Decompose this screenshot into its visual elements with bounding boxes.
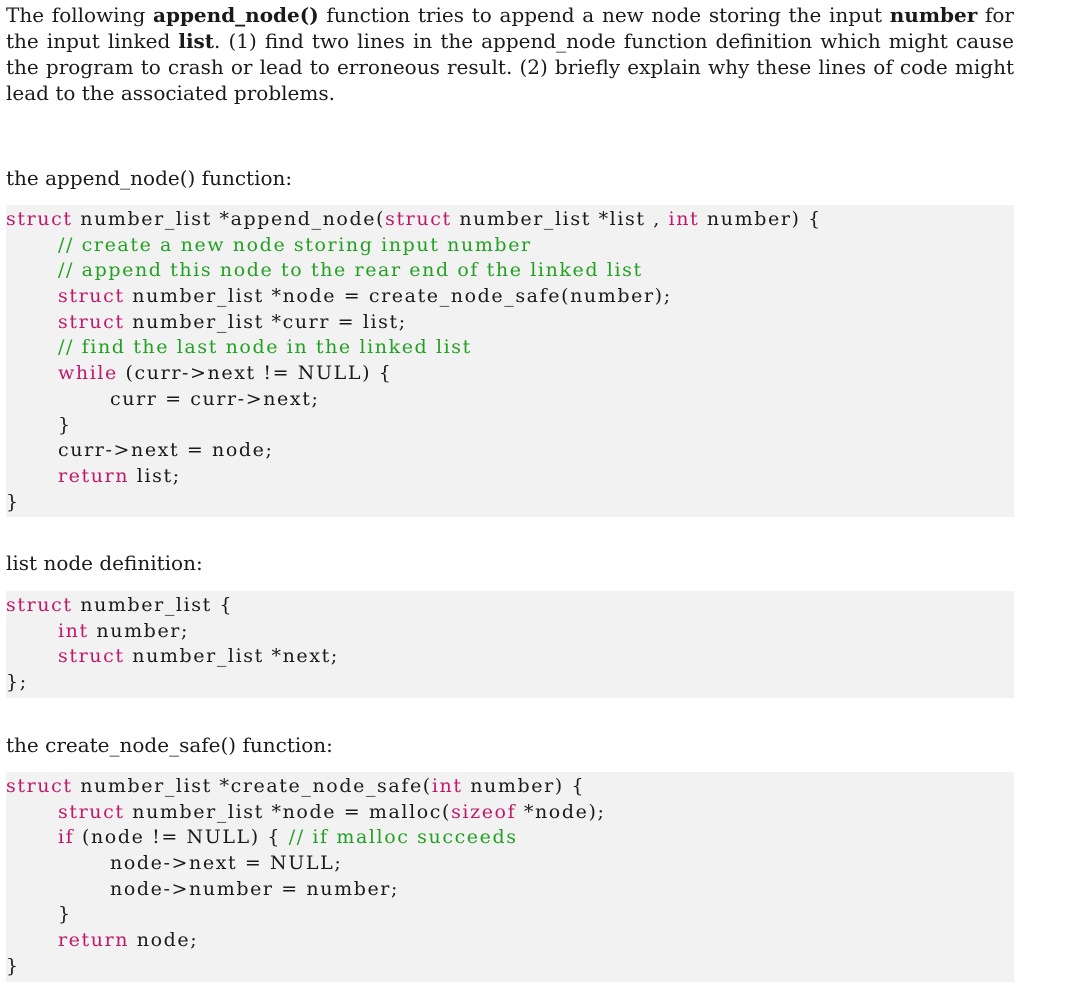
code-line: if (node != NULL) { // if malloc succeed… [58,826,518,849]
code-line: // append this node to the rear end of t… [58,259,643,282]
code-line: struct number_list *node = malloc(sizeof… [58,800,606,823]
intro-text: function tries to append a new node stor… [318,3,890,27]
create-function-label: the create_node_safe() function: [6,733,333,757]
list-definition-label: list node definition: [6,551,203,575]
append-node-code-block: struct number_list *append_node(struct n… [6,205,1014,518]
intro-list-word: list [178,29,215,53]
code-line: struct number_list { [6,594,234,616]
code-line: curr = curr->next; [110,387,320,410]
code-line: int number; [58,619,189,642]
intro-text: The following [6,3,153,27]
append-function-label: the append_node() function: [6,166,293,190]
code-line: node->number = number; [110,877,399,900]
struct-definition-code-block: struct number_list { int number; struct nu… [6,591,1014,698]
code-line: } [6,954,20,977]
code-line: return list; [58,464,181,487]
code-line: struct number_list *create_node_safe(int… [6,775,586,797]
code-line: struct number_list *curr = list; [58,310,407,333]
intro-number-word: number [889,3,978,27]
code-line: while (curr->next != NULL) { [58,362,393,385]
code-line: // find the last node in the linked list [58,336,472,359]
code-line: // create a new node storing input numbe… [58,233,532,256]
intro-text: . (1) find two lines in the append_node … [6,29,1014,105]
code-line: } [58,413,72,436]
code-line: } [58,903,72,926]
code-line: curr->next = node; [58,439,274,462]
code-line: struct number_list *append_node(struct n… [6,208,822,230]
create-node-code-block: struct number_list *create_node_safe(int… [6,772,1014,982]
code-line: }; [6,671,28,694]
intro-text: for the input linked [6,3,1014,53]
code-line: return node; [58,929,199,952]
code-line: struct number_list *node = create_node_s… [58,285,672,308]
code-line: struct number_list *next; [58,645,339,668]
code-line: node->next = NULL; [110,852,343,875]
intro-function-name: append_node() [153,3,319,27]
code-line: } [6,490,20,513]
question-paragraph: The following append_node() function tri… [6,2,1014,106]
